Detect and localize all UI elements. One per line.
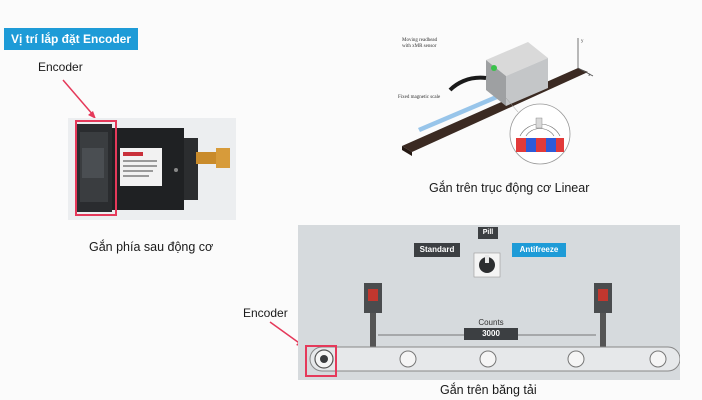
counts-value: 3000 [464,328,518,340]
caption-linear: Gắn trên trục động cơ Linear [429,181,590,195]
standard-label: Standard [414,243,460,257]
sensor-text: with xMR sensor [402,44,437,49]
arrow-head-motor [88,111,96,119]
conveyor-graphics [309,252,680,372]
conveyor-illustration: Pill Standard Antifreeze Counts 3000 [298,225,680,380]
slide-title: Vị trí lắp đặt Encoder [4,28,138,50]
counts-label: Counts [478,318,504,327]
svg-text:x: x [588,73,591,78]
caption-motor: Gắn phía sau động cơ [89,240,214,254]
encoder-highlight-motor [75,120,117,216]
servo-motor-image [68,118,236,220]
encoder-label-motor: Encoder [38,60,83,74]
arrow-line-motor [62,79,95,117]
moving-readhead-label: Moving readhead with xMR sensor [402,38,437,50]
linear-encoder-illustration: y x [402,38,594,165]
caption-conveyor: Gắn trên băng tải [440,383,537,397]
moving-readhead-text: Moving readhead [402,38,438,43]
svg-text:y: y [581,39,584,44]
encoder-highlight-conveyor [305,345,337,377]
arrow-line-conveyor [269,321,303,346]
encoder-label-conveyor: Encoder [243,306,288,320]
fixed-scale-label: Fixed magnetic scale [398,95,441,100]
antifreeze-label: Antifreeze [512,243,566,257]
pill-label: Pill [478,227,498,239]
